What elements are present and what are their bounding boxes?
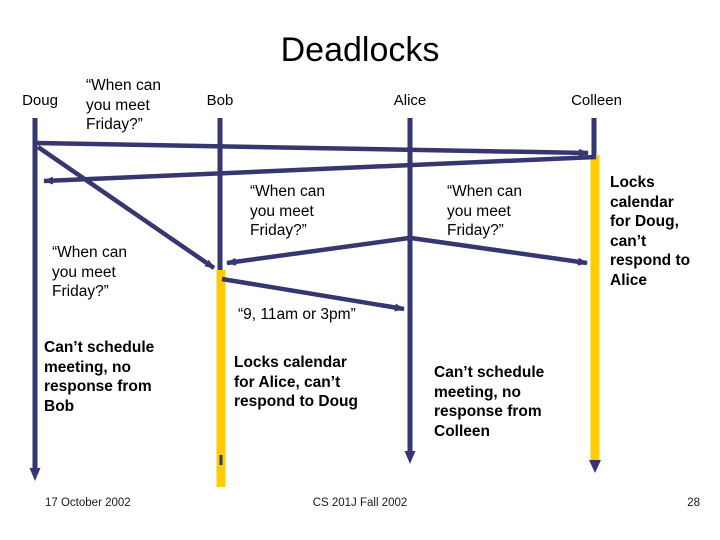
actor-label-doug: Doug (22, 92, 58, 109)
note-bob-reply: “9, 11am or 3pm” (238, 306, 356, 323)
message-colleen-to-doug (43, 154, 597, 185)
message-bob-to-alice (221, 276, 405, 312)
lifeline-alice (404, 118, 416, 464)
message-doug-to-colleen (35, 140, 589, 157)
note-colleen-lock: Locks calendar for Doug, can’t respond t… (610, 174, 691, 289)
message-alice-to-colleen (410, 235, 588, 266)
page-title: Deadlocks (280, 31, 440, 69)
lifeline-doug (29, 118, 41, 481)
note-alice-blocked: Can’t schedule meeting, no response from… (434, 364, 545, 440)
footer-course: CS 201J Fall 2002 (312, 497, 408, 509)
note-bob-lock: Locks calendar for Alice, can’t respond … (234, 354, 358, 410)
actor-label-bob: Bob (206, 92, 234, 109)
lifeline-bob (216, 118, 226, 487)
note-doug-request: “When can you meet Friday?” (86, 77, 161, 133)
footer-date: 17 October 2002 (45, 497, 131, 509)
actor-label-colleen: Colleen (571, 92, 622, 109)
note-doug-blocked: Can’t schedule meeting, no response from… (44, 339, 155, 415)
lifeline-colleen (589, 118, 601, 473)
message-alice-to-bob (226, 235, 410, 266)
note-colleen-request: “When can you meet Friday?” (52, 244, 127, 300)
footer-page-number: 28 (687, 497, 700, 509)
note-bob-to-alice-request: “When can you meet Friday?” (250, 183, 325, 239)
note-alice-to-colleen-request: “When can you meet Friday?” (447, 183, 522, 239)
message-doug-to-bob (36, 145, 216, 270)
actor-label-alice: Alice (393, 92, 427, 109)
